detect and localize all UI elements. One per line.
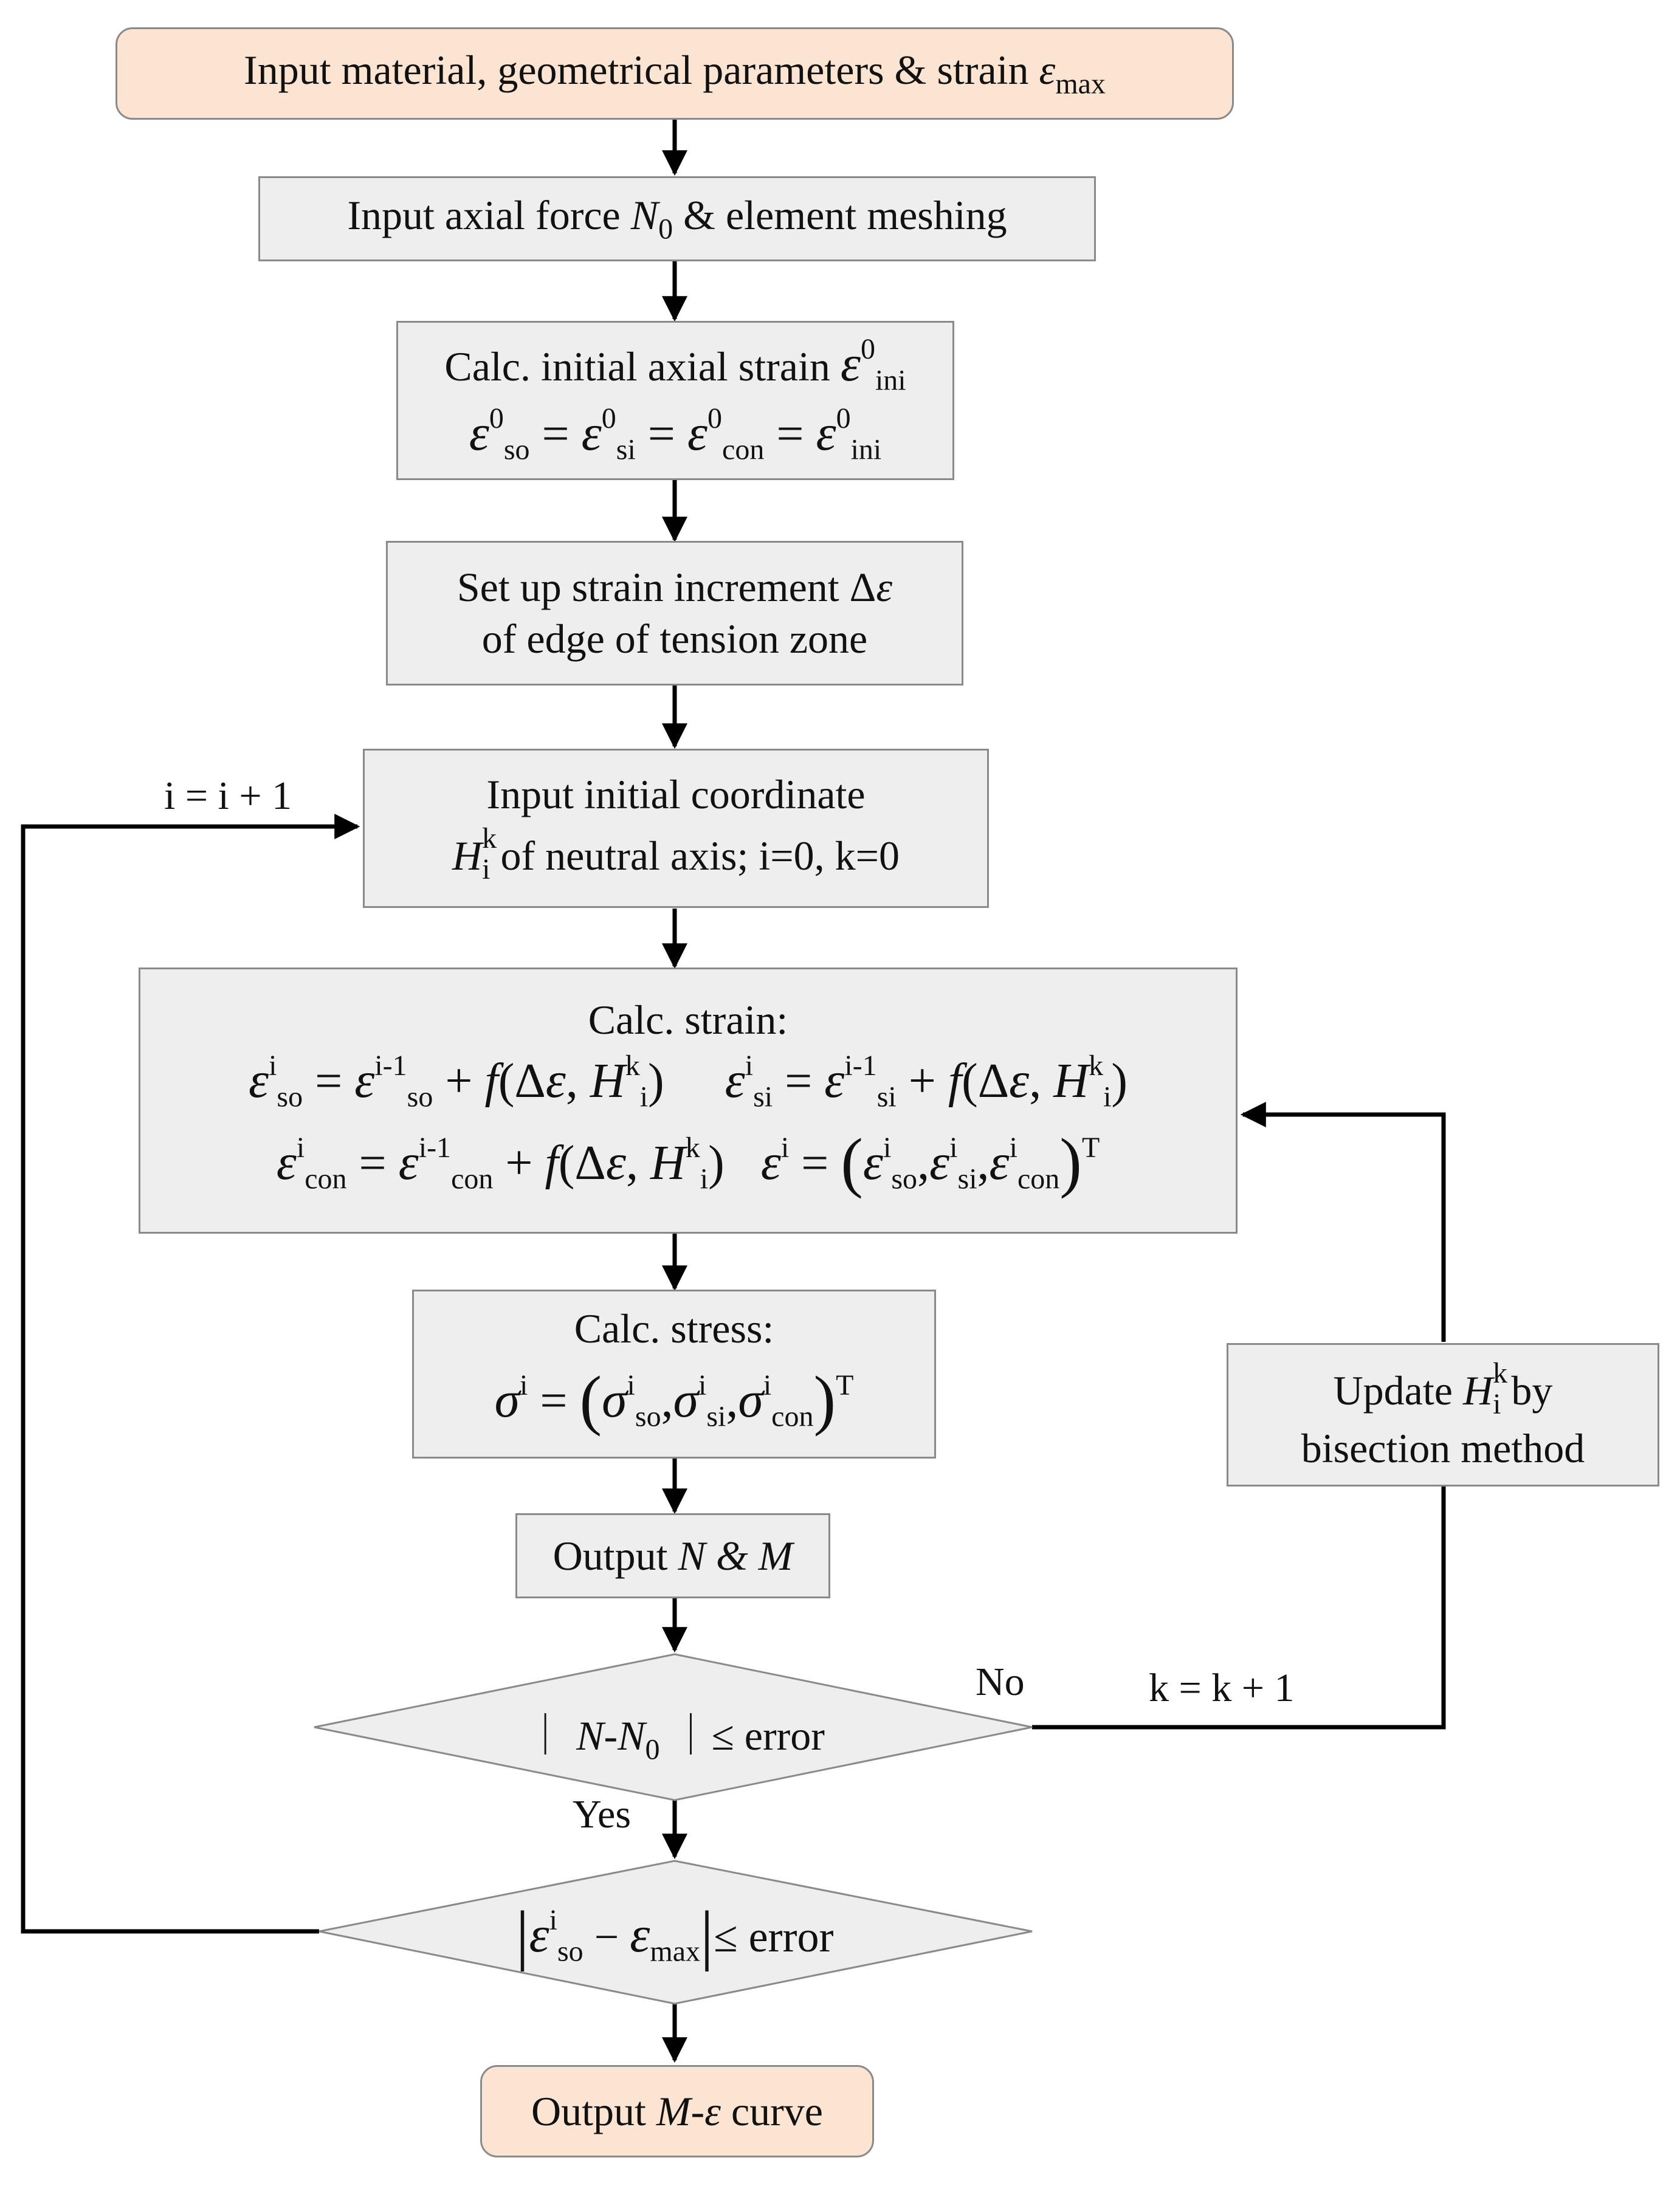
neutral-axis-text: of neutral axis; i=0, k=0: [490, 832, 900, 879]
h-symbol: H: [1462, 1367, 1493, 1414]
loop-i-label: i = i + 1: [164, 774, 292, 818]
ampersand: &: [705, 1532, 759, 1579]
diamond-force-shape: [314, 1653, 1033, 1801]
strain-increment-box: Set up strain increment Δε of edge of te…: [386, 541, 963, 686]
bisection-method-text: bisection method: [1301, 1425, 1585, 1472]
strain-increment-text: Set up strain increment Δ: [456, 564, 876, 610]
by-text: by: [1501, 1367, 1553, 1414]
epsilon-symbol: ε: [876, 564, 893, 610]
calc-strain-box: Calc. strain: εiso = εi-1so + f(Δε, Hki)…: [139, 968, 1238, 1234]
diamond-strain-shape: [318, 1860, 1033, 2005]
stress-equation: σi = (σiso,σisi,σicon)T: [494, 1363, 854, 1437]
calc-stress-box: Calc. stress: σi = (σiso,σisi,σicon)T: [412, 1290, 936, 1459]
superscript-k: k: [482, 822, 497, 854]
output-text: Output: [553, 1532, 678, 1579]
neutral-axis-box: Input initial coordinate Hki of neutral …: [363, 749, 989, 908]
strain-equation-row-2: εicon = εi-1con + f(Δε, Hki) εi = (εiso,…: [276, 1124, 1100, 1199]
loop-k-connector: [1032, 1486, 1446, 1730]
element-meshing-text: & element meshing: [673, 192, 1007, 239]
update-text: Update: [1333, 1367, 1463, 1414]
calc-stress-title: Calc. stress:: [574, 1305, 774, 1352]
yes-label: Yes: [573, 1792, 632, 1837]
output-text: Output: [531, 2088, 656, 2134]
input-parameters-text: Input material, geometrical parameters &…: [244, 47, 1039, 94]
subscript-ini: ini: [875, 364, 906, 397]
n-symbol: N: [678, 1532, 706, 1579]
loop-i-connector: [21, 814, 360, 1934]
subscript-max: max: [1055, 67, 1106, 100]
output-n-m-box: Output N & M: [515, 1513, 830, 1598]
subscript-i: i: [1493, 1388, 1501, 1421]
calc-strain-title: Calc. strain:: [588, 996, 788, 1043]
no-label: No: [976, 1660, 1025, 1704]
initial-strain-box: Calc. initial axial strain ε0ini ε0so = …: [396, 321, 954, 480]
initial-strain-title: Calc. initial axial strain: [444, 343, 841, 390]
strain-check-label: |εiso − εmax|≤ error: [515, 1897, 834, 1971]
n-symbol: N: [630, 192, 659, 239]
initial-coordinate-text: Input initial coordinate: [486, 771, 866, 817]
m-epsilon-text: M-ε: [656, 2088, 721, 2134]
subscript-zero: 0: [658, 213, 673, 246]
epsilon-symbol: ε: [1039, 47, 1056, 94]
loop-k-label: k = k + 1: [1149, 1666, 1295, 1710]
force-check-label: ｜ N-N0 ｜≤ error: [525, 1713, 825, 1766]
superscript-zero: 0: [860, 332, 875, 365]
h-symbol: H: [452, 832, 483, 879]
m-symbol: M: [758, 1532, 793, 1579]
arrow-update-to-strain: [1240, 1102, 1446, 1342]
axial-force-text: Input axial force: [347, 192, 631, 239]
initial-strain-equation: ε0so = ε0si = ε0con = ε0ini: [469, 402, 882, 466]
update-h-box: Update Hki by bisection method: [1227, 1343, 1659, 1487]
axial-force-box: Input axial force N0 & element meshing: [258, 176, 1096, 261]
superscript-k: k: [1493, 1356, 1508, 1389]
strain-equation-row-1: εiso = εi-1so + f(Δε, Hki) εisi = εi-1si…: [248, 1049, 1128, 1113]
curve-text: curve: [720, 2088, 823, 2134]
input-parameters-box: Input material, geometrical parameters &…: [115, 27, 1234, 120]
tension-zone-text: of edge of tension zone: [481, 616, 868, 662]
epsilon-symbol: ε: [840, 335, 861, 392]
output-curve-box: Output M-ε curve: [480, 2065, 874, 2157]
subscript-i: i: [482, 853, 491, 886]
